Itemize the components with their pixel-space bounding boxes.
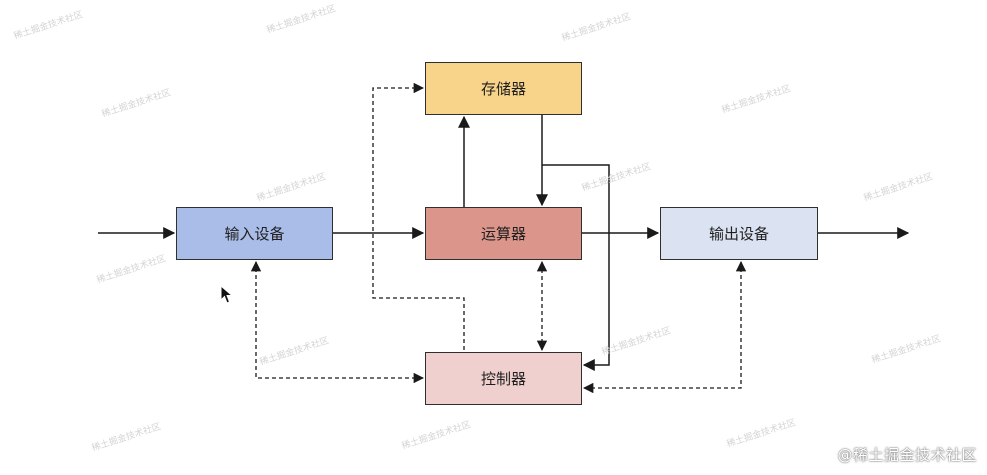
alu-node: 运算器 (425, 207, 582, 260)
memory-label: 存储器 (480, 80, 526, 98)
controller-node: 控制器 (425, 352, 582, 405)
controller-label: 控制器 (480, 370, 526, 388)
edge-memory-to-ctrl (542, 164, 610, 371)
brand-watermark: @稀土掘金技术社区 (837, 446, 977, 464)
output-device-label: 输出设备 (708, 225, 769, 243)
mouse-cursor-icon (220, 285, 234, 304)
input-device-label: 输入设备 (224, 225, 285, 243)
input-device-node: 输入设备 (176, 207, 333, 260)
output-device-node: 输出设备 (660, 207, 818, 260)
alu-label: 运算器 (480, 225, 526, 243)
edge-ctrl-output (582, 260, 747, 394)
memory-node: 存储器 (425, 62, 582, 115)
